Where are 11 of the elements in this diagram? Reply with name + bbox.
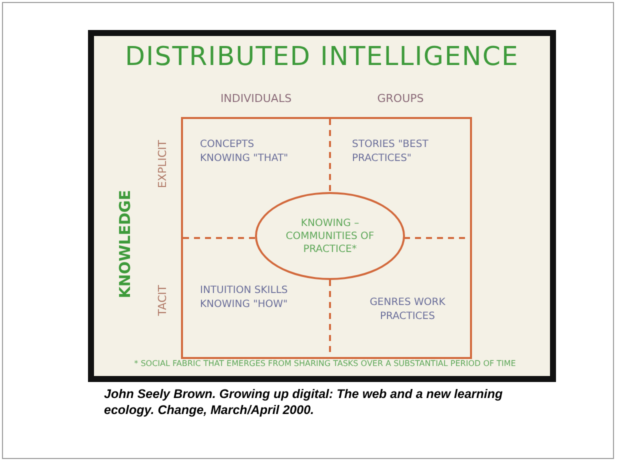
quadrant-text: STORIES "BEST PRACTICES" — [352, 138, 447, 166]
column-header: INDIVIDUALS — [219, 92, 293, 105]
title: DISTRIBUTED INTELLIGENCE — [124, 42, 520, 72]
axis-label: KNOWLEDGE — [116, 190, 134, 298]
quadrant-text: INTUITION SKILLS KNOWING "HOW" — [200, 284, 300, 312]
row-header: EXPLICIT — [156, 140, 169, 188]
quadrant-text: GENRES WORK PRACTICES — [360, 296, 455, 324]
row-header: TACIT — [156, 285, 169, 316]
column-header: GROUPS — [376, 92, 425, 105]
footnote: * SOCIAL FABRIC THAT EMERGES FROM SHARING TASKS OVER A SUBSTANTIAL PERIOD OF TIME — [133, 359, 517, 369]
quadrant-text: CONCEPTS KNOWING "THAT" — [200, 138, 300, 166]
